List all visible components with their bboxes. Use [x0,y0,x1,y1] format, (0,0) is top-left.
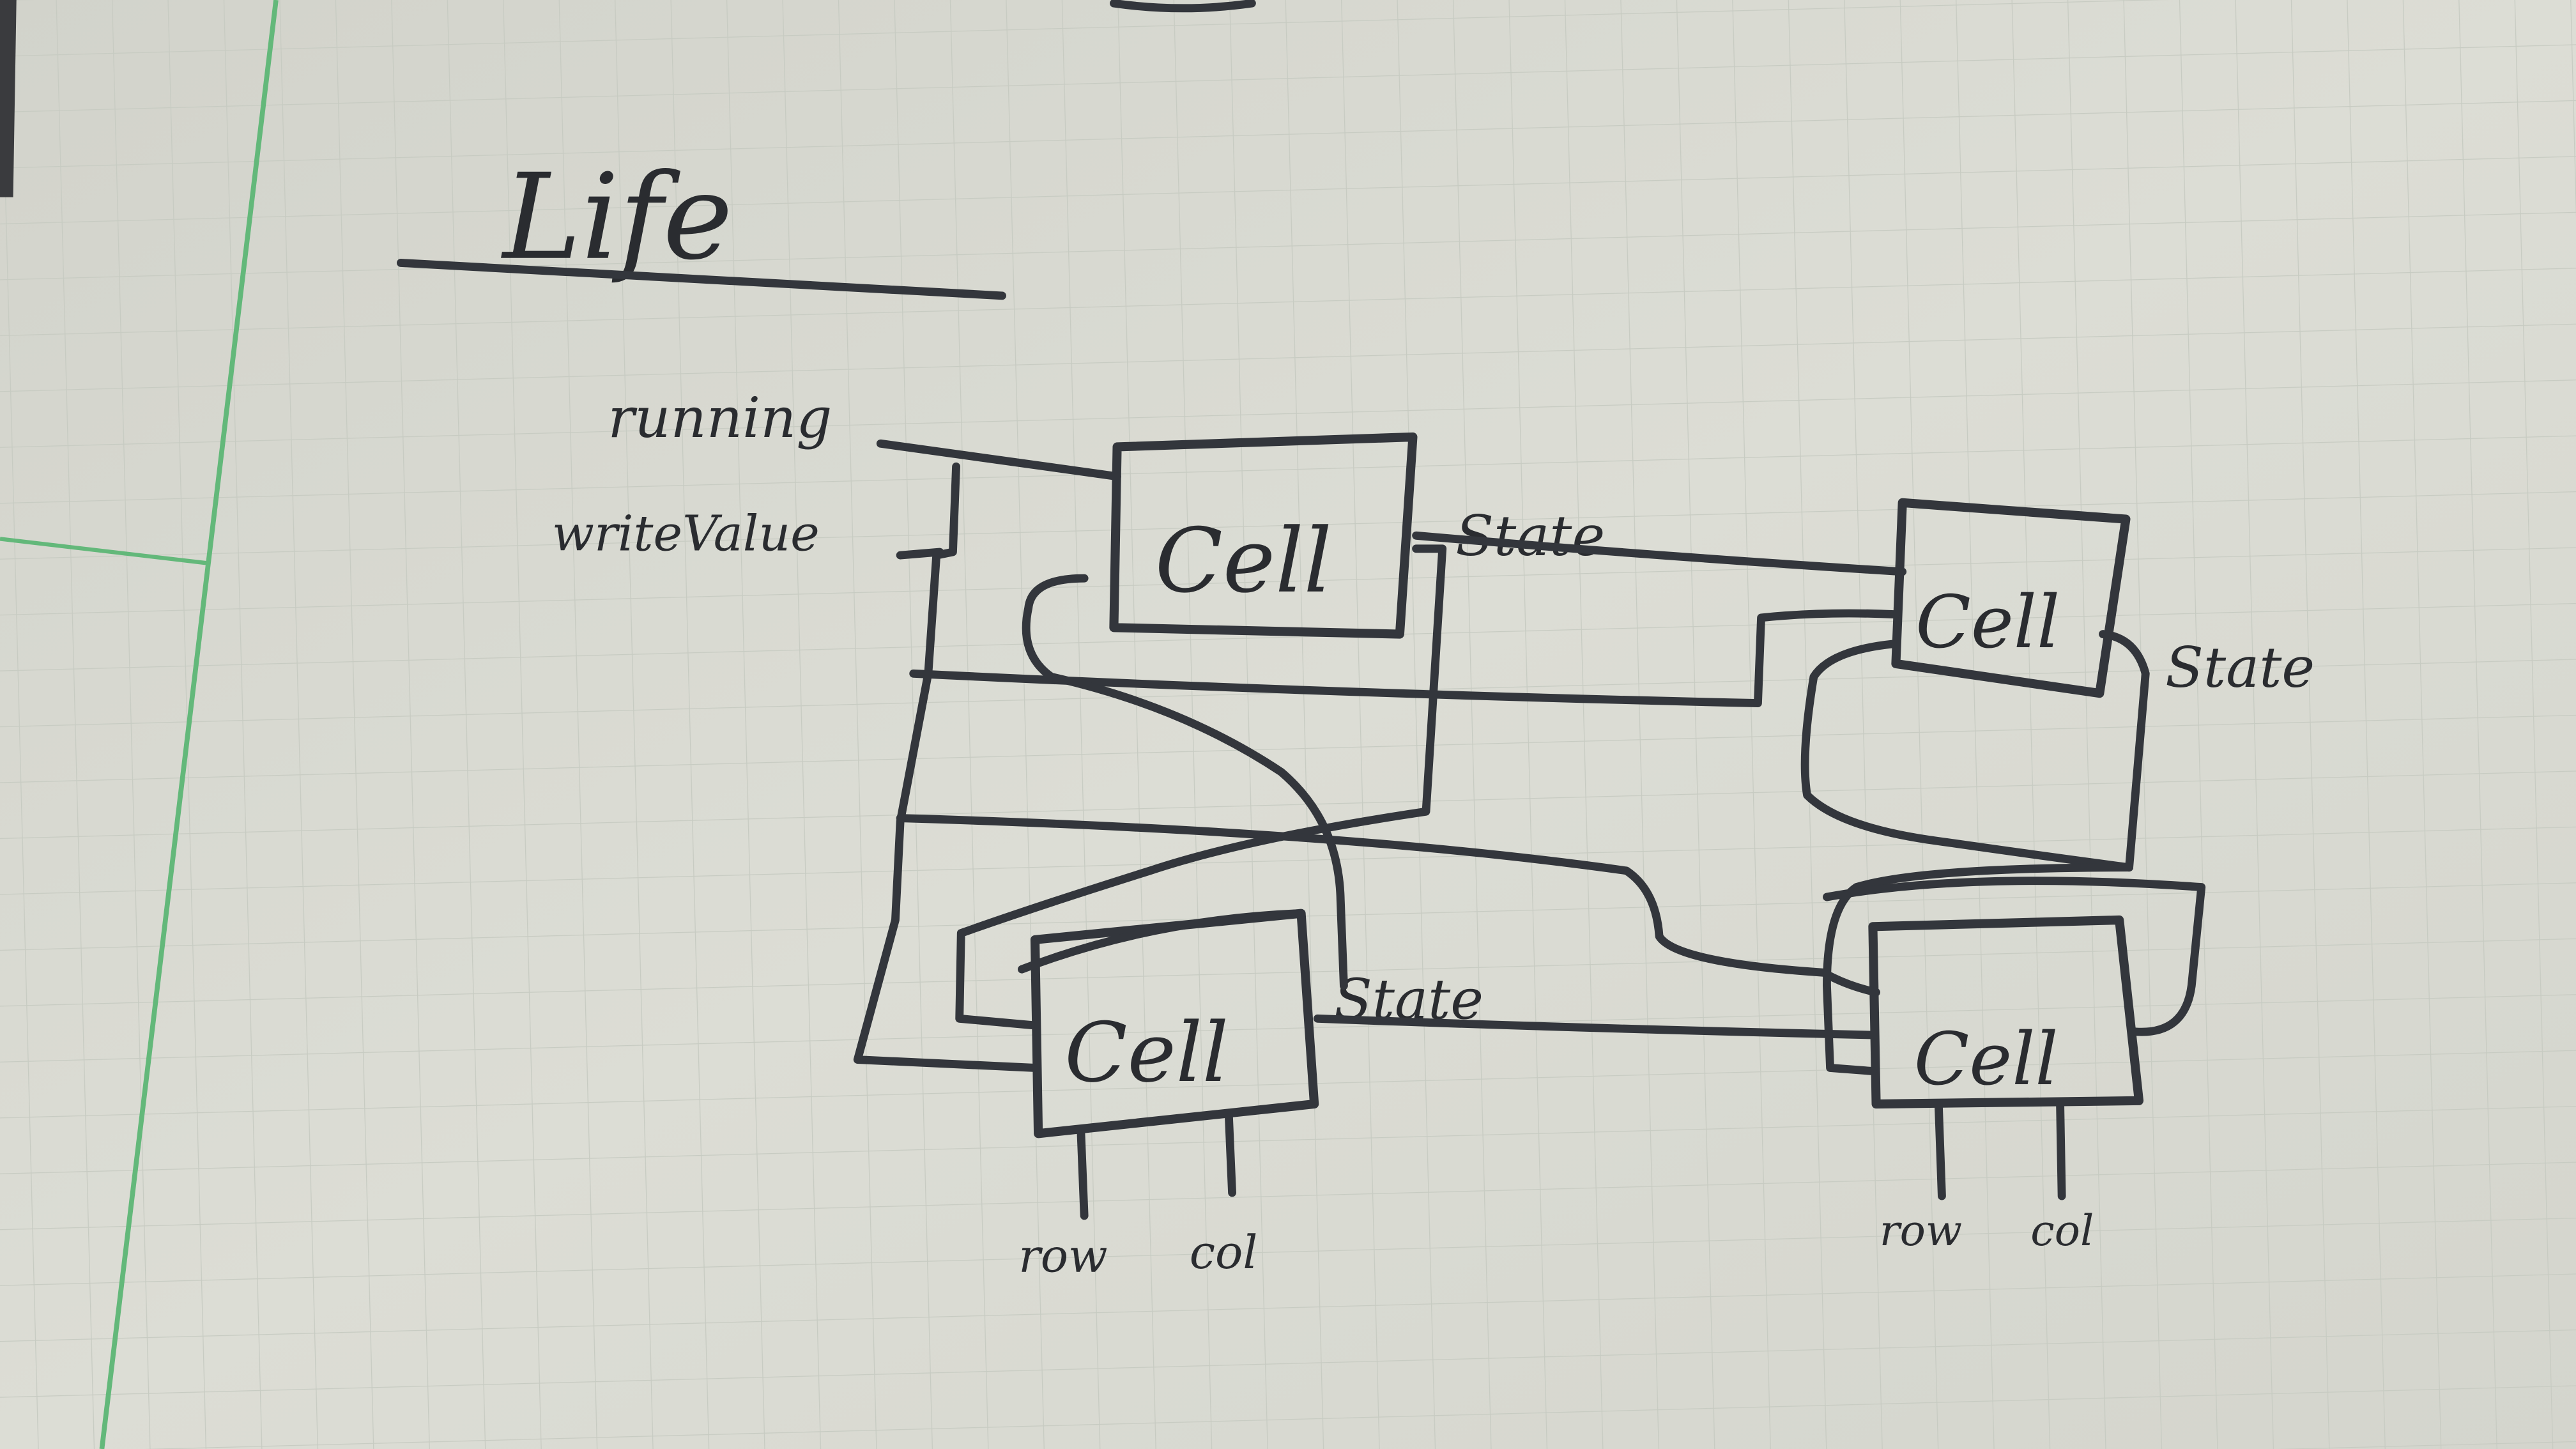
cell-label-top-left: Cell [1155,509,1332,613]
top-left-feedback-loop [1022,574,1348,990]
cell-label-top-right: Cell [1915,580,2060,664]
bottom-right-state-wrap [1823,877,2206,1036]
diagram-title: Life [501,148,733,286]
row-label-bottom-left: row [1018,1229,1107,1282]
state-label-top-right: State [2165,635,2315,700]
margin-line-vertical [99,0,279,1449]
bottom-right-feedback-loop [1823,863,2134,1075]
row-label-bottom-right: row [1880,1206,1962,1255]
cell-box-top-right [1891,498,2131,698]
col-wire-bottom-left [1225,1113,1236,1197]
margin-line-horizontal [0,537,211,566]
bus-to-bottom-right [896,814,1881,997]
wires [853,439,2206,1220]
cell-label-bottom-left: Cell [1064,1006,1229,1101]
cell-box-top-left [1109,432,1418,639]
write-value-label: writeValue [552,505,820,562]
cell-box-bottom-right [1868,915,2144,1109]
state-label-top-left: State [1455,503,1605,569]
write-value-wire [896,548,944,560]
running-bus [853,462,1039,1072]
top-scribble [1110,0,1256,13]
top-right-state-drop [2099,630,2150,872]
bus-to-top-right-cell [909,609,1900,707]
running-wire [876,439,1121,481]
running-label: running [608,385,832,450]
cell-label-bottom-right: Cell [1914,1017,2058,1101]
row-wire-bottom-right [1934,1100,1946,1200]
row-wire-bottom-left [1077,1129,1089,1220]
col-wire-bottom-right [2056,1100,2066,1200]
col-label-bottom-right: col [2030,1206,2094,1255]
title-underline [397,259,1006,300]
top-right-feedback-loop [1800,640,2134,872]
dark-corner [0,0,17,197]
col-label-bottom-left: col [1190,1225,1258,1279]
top-left-state-drop [955,544,1447,1029]
top-left-state-to-top-right [1412,531,1907,576]
bottom-left-inner-wire [1018,909,1302,974]
bottom-left-state-to-bottom-right [1313,1014,1877,1039]
